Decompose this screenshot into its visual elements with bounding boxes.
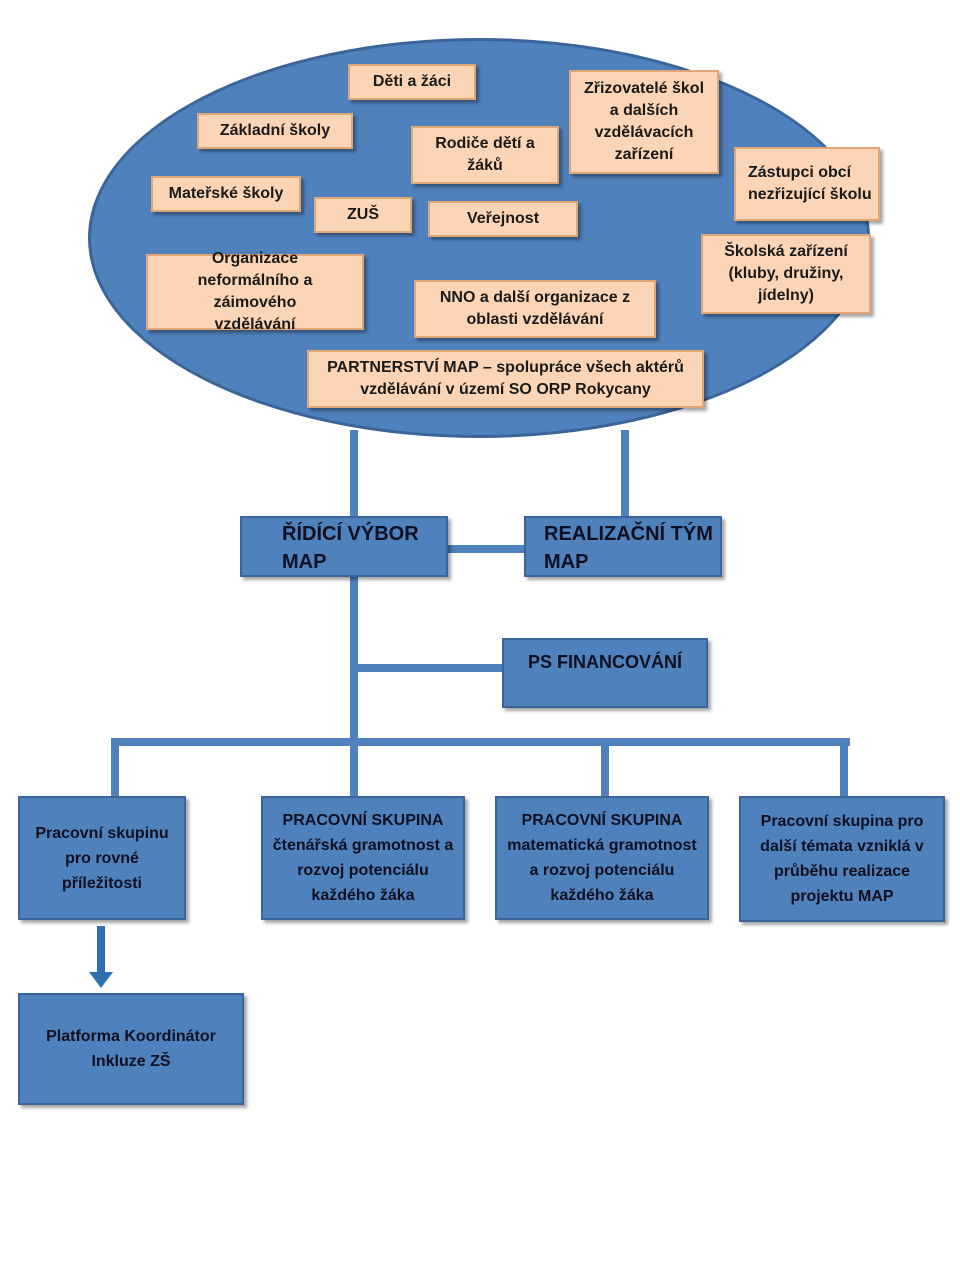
partner-verejnost: Veřejnost (428, 201, 578, 237)
partner-zrizovatele: Zřizovatelé škol a dalších vzdělávacích … (569, 70, 719, 174)
arrow-down-icon (89, 972, 113, 988)
connector-drop-4 (840, 738, 848, 798)
connector-to-ps-financovani (350, 664, 505, 672)
ps-matematicka-box: PRACOVNÍ SKUPINA matematická gramotnost … (495, 796, 709, 920)
partner-zastupci-obci: Zástupci obcí nezřizující školu (734, 147, 880, 221)
partner-materske-skoly: Mateřské školy (151, 176, 301, 212)
partnerstvi-map: PARTNERSTVÍ MAP – spolupráce všech aktér… (307, 350, 704, 408)
connector-vertical-main (350, 576, 358, 796)
arrow-shaft (97, 926, 105, 974)
connector-ellipse-to-realizacni (621, 430, 629, 518)
connector-drop-2 (350, 738, 358, 798)
connector-ellipse-to-ridici (350, 430, 358, 518)
partner-rodice: Rodiče dětí a žáků (411, 126, 559, 184)
partner-deti-zaci: Děti a žáci (348, 64, 476, 100)
ps-ctenarska-box: PRACOVNÍ SKUPINA čtenářská gramotnost a … (261, 796, 465, 920)
partner-skolska-zarizeni: Školská zařízení (kluby, družiny, jídeln… (701, 234, 871, 314)
ridici-vybor-box: ŘÍDÍCÍ VÝBOR MAP (240, 516, 448, 577)
connector-drop-1 (111, 738, 119, 798)
platforma-koordinator-box: Platforma Koordinátor Inkluze ZŠ (18, 993, 244, 1105)
partner-zus: ZUŠ (314, 197, 412, 233)
connector-ridici-realizacni (446, 545, 528, 553)
partner-zakladni-skoly: Základní školy (197, 113, 353, 149)
ps-financovani-box: PS FINANCOVÁNÍ (502, 638, 708, 708)
connector-drop-3 (601, 746, 609, 798)
partner-organizace-neformalniho: Organizace neformálního a záimového vzdě… (146, 250, 364, 333)
partner-nno: NNO a další organizace z oblasti vzděláv… (414, 280, 656, 338)
ps-rovne-prilezitosti-box: Pracovní skupinu pro rovné příležitosti (18, 796, 186, 920)
ps-dalsi-temata-box: Pracovní skupina pro další témata vznikl… (739, 796, 945, 922)
connector-horizontal-bus (111, 738, 850, 746)
realizacni-tym-box: REALIZAČNÍ TÝM MAP (524, 516, 722, 577)
